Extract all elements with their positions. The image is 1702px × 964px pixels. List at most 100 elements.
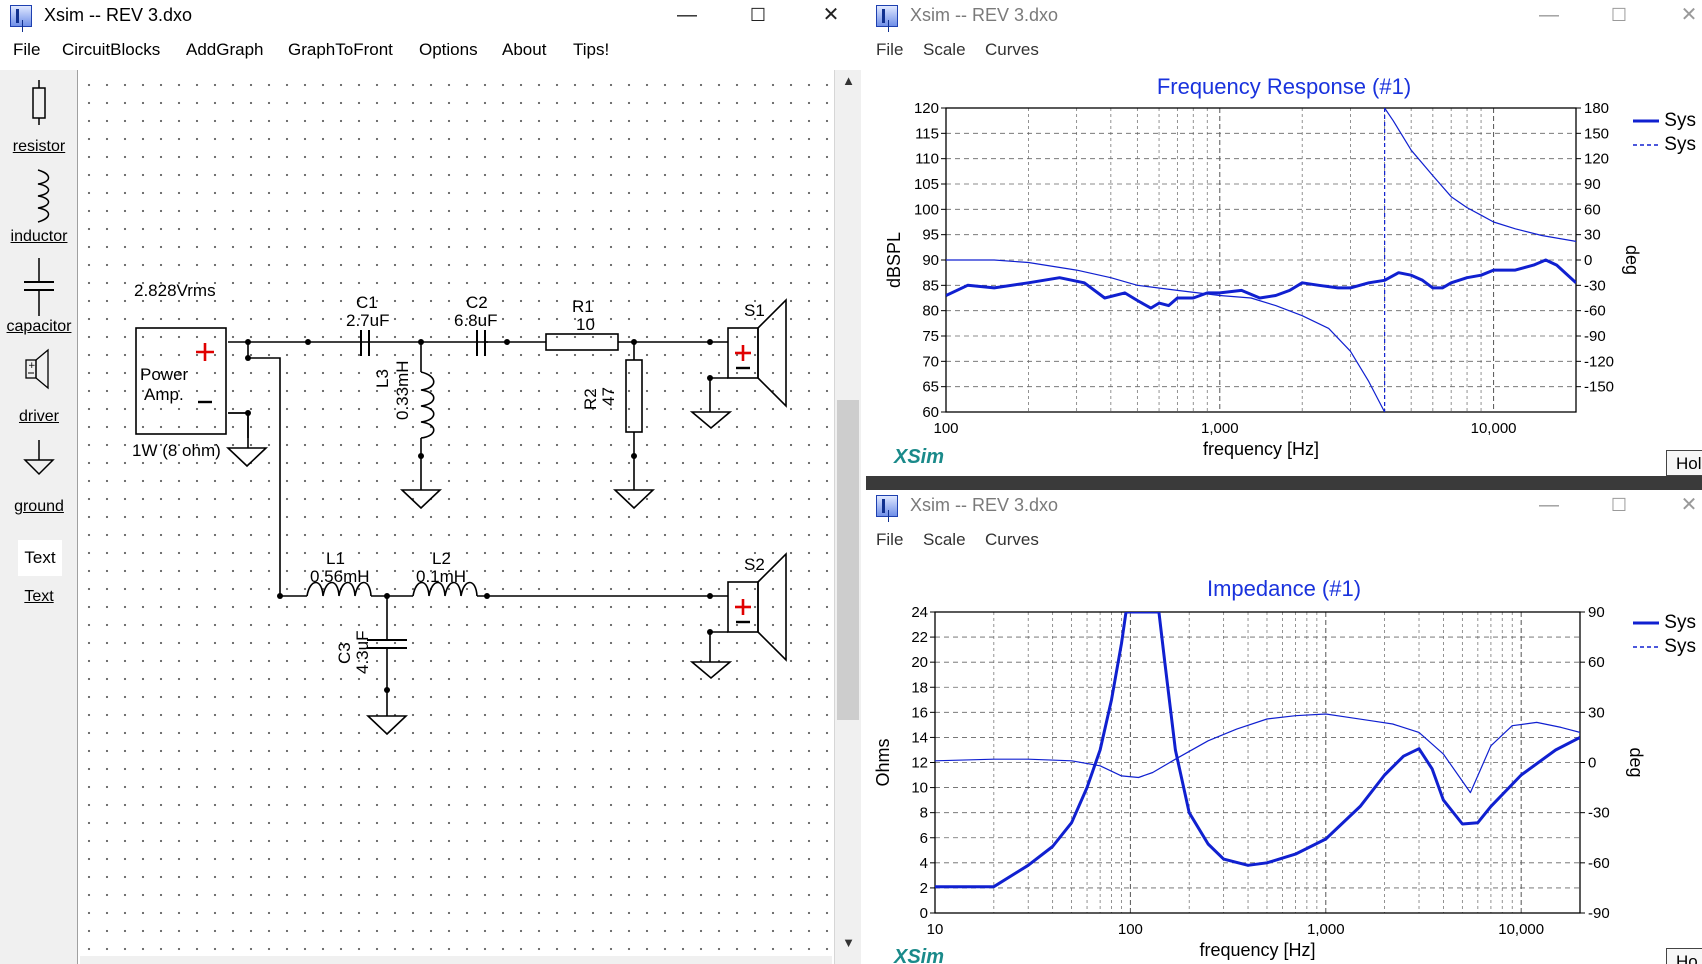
y2-tick-label: 60	[1588, 654, 1605, 671]
secondary-curve	[946, 259, 1386, 412]
menu-graphtofront[interactable]: GraphToFront	[288, 40, 393, 59]
amp-label-line2: Amp.	[144, 385, 184, 404]
legend-dashed-line	[1633, 144, 1659, 146]
menu-about[interactable]: About	[502, 40, 547, 59]
schematic-titlebar[interactable]: Xsim -- REV 3.dxo — ☐ ✕	[0, 0, 866, 32]
xsim-app-icon	[10, 5, 32, 27]
menu-circuitblocks[interactable]: CircuitBlocks	[62, 40, 161, 59]
y-tick-label: 85	[922, 277, 939, 294]
maximize-button[interactable]: ☐	[1610, 495, 1628, 515]
imp-titlebar[interactable]: Xsim -- REV 3.dxo — ☐ ✕	[866, 490, 1702, 522]
x-tick-label: 1,000	[1201, 420, 1239, 437]
y-tick-label: 22	[911, 629, 928, 646]
palette-capacitor-label[interactable]: capacitor	[6, 318, 72, 335]
wire-amp-neg	[228, 412, 249, 438]
magnitude-curve	[935, 612, 1580, 889]
c3-value-label: 4.3uF	[353, 630, 372, 674]
schematic-canvas[interactable]: 2.828Vrms Power Amp. 1W (8 ohm) C1 2.7uF…	[80, 70, 832, 958]
palette-ground[interactable]	[0, 438, 78, 487]
palette-text-label[interactable]: Text	[24, 588, 54, 605]
y-tick-label: 14	[911, 729, 928, 746]
y-tick-label: 65	[922, 379, 939, 396]
x-tick-label: 10,000	[1471, 420, 1517, 437]
palette-driver[interactable]: +	[0, 346, 78, 401]
menu-file[interactable]: File	[876, 530, 904, 549]
component-palette: resistor inductor capacitor + driver gro…	[0, 70, 78, 964]
y2-axis-label: deg	[1626, 747, 1646, 777]
menu-options[interactable]: Options	[419, 40, 478, 59]
menu-file[interactable]: File	[876, 40, 904, 59]
minimize-button[interactable]: —	[1539, 4, 1559, 26]
s2-name-label: S2	[744, 555, 765, 574]
y-axis-label: Ohms	[873, 738, 893, 786]
svg-text:+: +	[28, 361, 36, 371]
maximize-button[interactable]: ☐	[749, 5, 767, 25]
y-tick-label: 95	[922, 227, 939, 244]
r1-name-label: R1	[572, 297, 594, 316]
x-tick-label: 1,000	[1307, 921, 1345, 938]
window-title: Xsim -- REV 3.dxo	[910, 495, 1059, 515]
y-tick-label: 0	[920, 905, 928, 922]
horizontal-scrollbar[interactable]	[80, 956, 832, 964]
r1-value-label: 10	[576, 315, 595, 334]
y2-tick-label: 150	[1584, 125, 1609, 142]
minimize-button[interactable]: —	[1539, 494, 1559, 516]
y2-tick-label: 30	[1584, 227, 1601, 244]
menu-curves[interactable]: Curves	[985, 40, 1039, 59]
palette-resistor-label[interactable]: resistor	[12, 138, 66, 155]
close-button[interactable]: ✕	[822, 4, 840, 26]
maximize-button[interactable]: ☐	[1610, 5, 1628, 25]
frequency-response-window: Xsim -- REV 3.dxo — ☐ ✕ File Scale Curve…	[866, 0, 1702, 476]
legend-series-2: Sys	[1633, 134, 1696, 156]
y2-tick-label: -90	[1588, 905, 1610, 922]
l1-value-label: 0.56mH	[310, 567, 370, 586]
y2-tick-label: -120	[1584, 353, 1614, 370]
menu-scale[interactable]: Scale	[923, 530, 966, 549]
menu-tips[interactable]: Tips!	[573, 40, 610, 59]
freq-titlebar[interactable]: Xsim -- REV 3.dxo — ☐ ✕	[866, 0, 1702, 32]
capacitor-icon	[24, 258, 54, 316]
x-tick-label: 100	[1118, 921, 1143, 938]
legend-series-1: Sys	[1633, 612, 1696, 634]
y-tick-label: 60	[922, 404, 939, 421]
menu-file[interactable]: File	[13, 40, 41, 59]
menu-scale[interactable]: Scale	[923, 40, 966, 59]
freq-menu-bar: File Scale Curves	[866, 36, 1702, 62]
amp-label-line1: Power	[140, 365, 189, 384]
y-tick-label: 10	[911, 780, 928, 797]
phase-curve	[935, 713, 1580, 794]
hold-button[interactable]: Hol	[1666, 450, 1702, 476]
legend-series-2: Sys	[1633, 636, 1696, 658]
menu-curves[interactable]: Curves	[985, 530, 1039, 549]
legend-solid-line	[1633, 119, 1659, 123]
palette-text-box[interactable]: Text	[18, 540, 62, 576]
palette-resistor[interactable]	[0, 78, 78, 131]
palette-ground-label[interactable]: ground	[14, 498, 64, 515]
palette-inductor-label[interactable]: inductor	[10, 228, 68, 245]
ground-icon	[23, 440, 55, 476]
y-tick-label: 100	[914, 201, 939, 218]
impedance-graph-title: Impedance (#1)	[1206, 576, 1362, 601]
legend-label: Sys	[1664, 134, 1696, 155]
xsim-app-icon	[876, 495, 898, 517]
palette-capacitor[interactable]	[0, 256, 78, 323]
close-button[interactable]: ✕	[1680, 494, 1698, 516]
hold-button[interactable]: Ho	[1666, 948, 1702, 964]
minimize-button[interactable]: —	[677, 4, 697, 26]
menu-addgraph[interactable]: AddGraph	[186, 40, 264, 59]
menu-bar: File CircuitBlocks AddGraph GraphToFront…	[0, 36, 866, 62]
x-tick-label: 10	[927, 921, 944, 938]
scroll-thumb[interactable]	[837, 400, 859, 720]
palette-inductor[interactable]	[0, 166, 78, 231]
scroll-up-icon[interactable]: ▲	[842, 73, 855, 88]
xsim-app-icon	[876, 5, 898, 27]
close-button[interactable]: ✕	[1680, 4, 1698, 26]
vertical-scrollbar[interactable]: ▲ ▼	[834, 70, 861, 964]
scroll-down-icon[interactable]: ▼	[842, 935, 855, 950]
y-tick-label: 120	[914, 100, 939, 117]
legend-label: Sys	[1664, 110, 1696, 131]
y2-tick-label: 90	[1588, 604, 1605, 621]
y2-tick-label: -60	[1588, 855, 1610, 872]
palette-driver-label[interactable]: driver	[18, 408, 59, 425]
